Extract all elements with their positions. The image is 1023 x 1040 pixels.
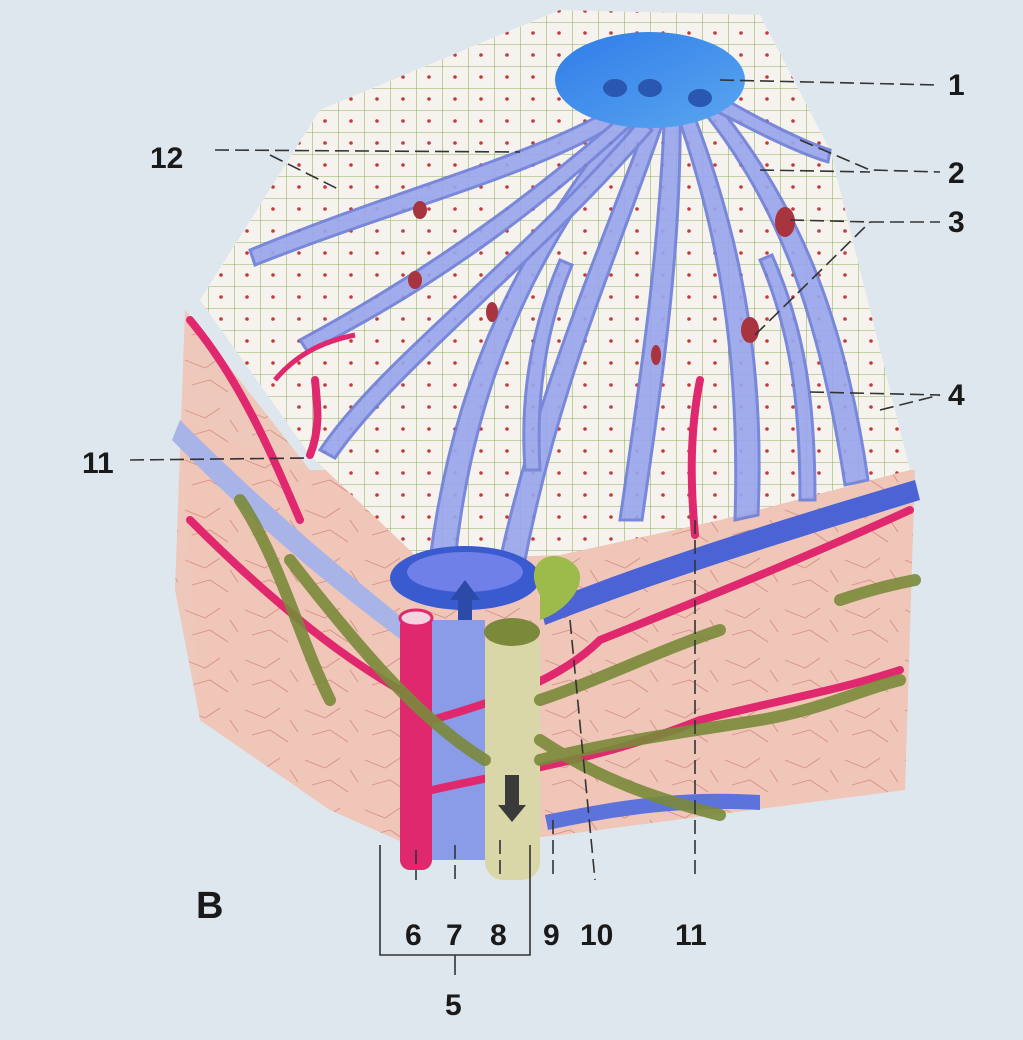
- central-vein-opening: [638, 79, 662, 97]
- hepatic-artery-lumen: [400, 610, 432, 626]
- label-7: 7: [446, 919, 463, 952]
- panel-letter: B: [196, 885, 223, 927]
- label-12: 12: [150, 142, 183, 175]
- label-5: 5: [445, 989, 462, 1022]
- hepatic-artery: [400, 615, 432, 870]
- label-4: 4: [948, 379, 965, 412]
- label-10: 10: [580, 919, 613, 952]
- label-9: 9: [543, 919, 560, 952]
- label-3: 3: [948, 206, 965, 239]
- label-11-bottom: 11: [675, 919, 707, 952]
- central-vein-opening: [603, 79, 627, 97]
- label-6: 6: [405, 919, 422, 952]
- label-8: 8: [490, 919, 507, 952]
- bile-duct-lumen: [484, 618, 540, 646]
- bile-duct: [485, 630, 540, 880]
- label-11-left: 11: [82, 447, 114, 480]
- central-vein-opening: [688, 89, 712, 107]
- label-2: 2: [948, 157, 965, 190]
- label-1: 1: [948, 69, 965, 102]
